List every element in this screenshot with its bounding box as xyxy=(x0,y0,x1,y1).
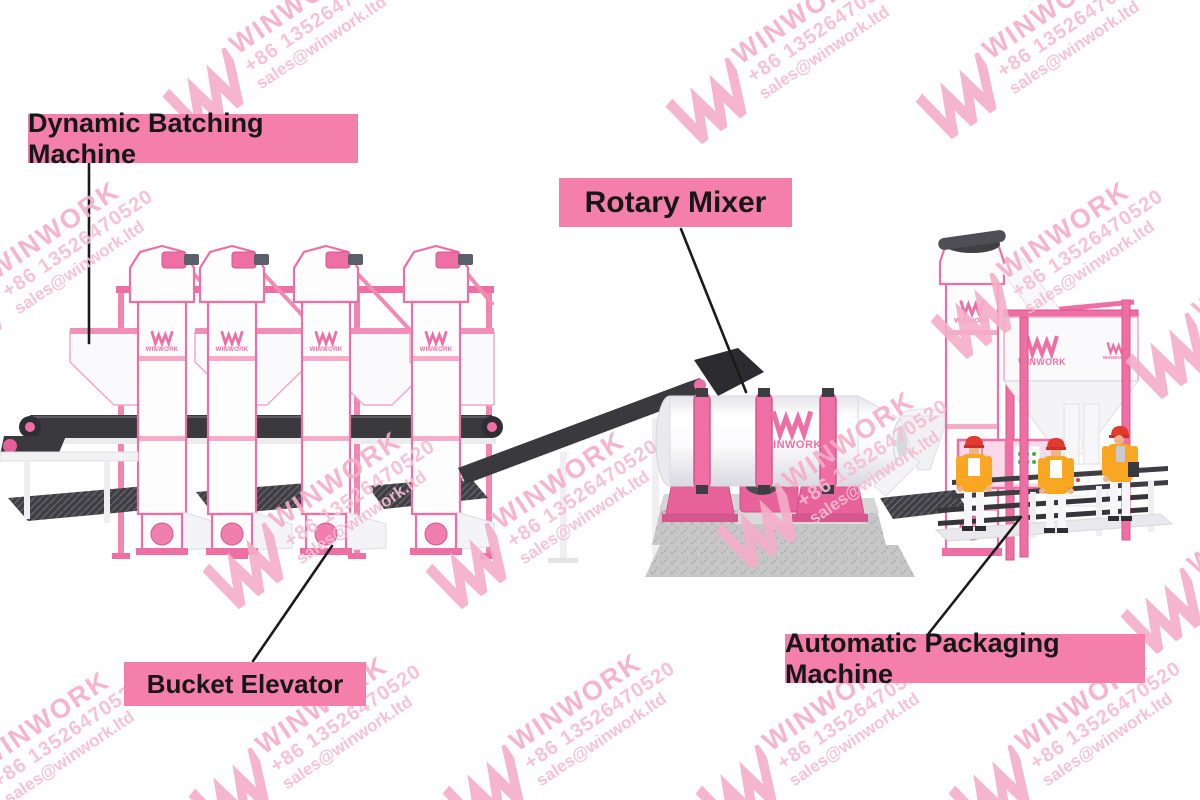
svg-text:WINWORK: WINWORK xyxy=(420,347,453,353)
svg-text:WINWORK: WINWORK xyxy=(310,347,343,353)
rotary-mixer: WINWORK xyxy=(645,388,949,577)
automatic-packaging-machine: WINWORK WINWORK WINWORK xyxy=(880,230,1174,561)
svg-text:WINWORK: WINWORK xyxy=(762,439,822,451)
leader-line-bucket-elevator xyxy=(251,544,334,663)
cyclone-cone xyxy=(873,408,949,497)
bucket-elevator-tower: WINWORK xyxy=(128,244,223,555)
grating-platform xyxy=(8,486,168,521)
discharge-conveyor xyxy=(0,436,139,523)
leader-line-rotary-mixer xyxy=(679,227,748,394)
svg-text:WINWORK: WINWORK xyxy=(216,347,249,353)
svg-text:WINWORK: WINWORK xyxy=(146,347,179,353)
svg-text:WINWORK: WINWORK xyxy=(954,317,990,324)
label-dynamic-batching-machine: Dynamic Batching Machine xyxy=(28,108,358,169)
svg-text:WINWORK: WINWORK xyxy=(1103,355,1130,361)
bucket-elevator-tower: WINWORK xyxy=(292,244,387,555)
leader-line-automatic-packaging xyxy=(927,515,1023,635)
label-rotary-mixer: Rotary Mixer xyxy=(559,178,792,227)
worker xyxy=(1102,426,1139,521)
worker xyxy=(956,436,992,531)
worker xyxy=(1038,438,1074,533)
svg-text:WINWORK: WINWORK xyxy=(1018,357,1066,367)
dynamic-batching-machine: WINWORK WINWORK xyxy=(0,244,503,559)
mixer-drum: WINWORK xyxy=(655,388,912,494)
label-automatic-packaging-machine: Automatic Packaging Machine xyxy=(785,628,1145,689)
label-bucket-elevator: Bucket Elevator xyxy=(124,662,366,706)
bucket-elevator-towers: WINWORK WINWORK xyxy=(128,244,495,555)
winwork-logo-mark: WINWORK xyxy=(762,410,822,451)
